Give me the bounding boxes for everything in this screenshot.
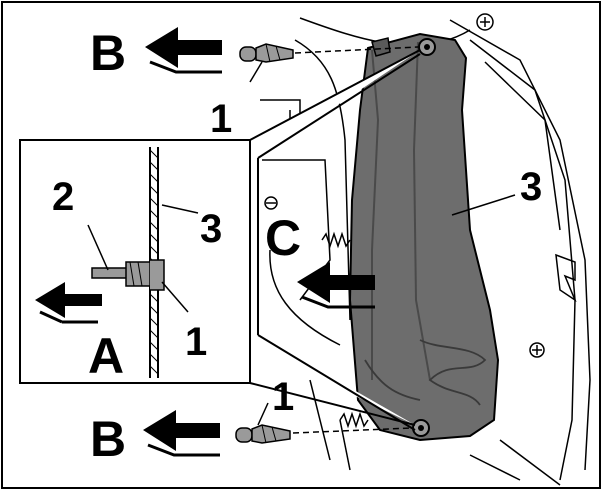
clip-hole-bottom bbox=[412, 419, 430, 437]
screw-right bbox=[529, 342, 545, 358]
label-b-bottom: B bbox=[90, 411, 126, 467]
callout-line-bottom bbox=[249, 382, 416, 426]
label-b-top: B bbox=[90, 25, 126, 81]
label-1-bottom: 1 bbox=[272, 375, 294, 419]
spring-lower bbox=[339, 411, 369, 429]
car-body-outline bbox=[260, 17, 591, 486]
label-3-inset: 3 bbox=[200, 207, 222, 251]
callout-line-bottom-inner bbox=[257, 334, 416, 431]
clip-hole-top bbox=[418, 38, 436, 56]
screw-top-right bbox=[476, 13, 494, 31]
arrow-a-icon bbox=[35, 282, 102, 324]
leader-2-inset bbox=[87, 224, 109, 271]
arrow-b-top-icon bbox=[145, 27, 222, 74]
label-c: C bbox=[265, 210, 301, 266]
label-a: A bbox=[88, 328, 124, 384]
push-clip-top bbox=[239, 43, 294, 63]
dashed-guide-top bbox=[294, 46, 419, 54]
spring-upper bbox=[321, 231, 351, 249]
label-1-inset: 1 bbox=[185, 320, 207, 364]
arrow-b-bottom-icon bbox=[143, 410, 220, 457]
label-3-main: 3 bbox=[520, 165, 542, 209]
screw-left bbox=[264, 196, 278, 210]
leader-3-inset bbox=[161, 204, 199, 214]
label-2-inset: 2 bbox=[52, 175, 74, 219]
inset-detail bbox=[19, 49, 421, 431]
callout-line-top bbox=[249, 49, 421, 141]
callout-line-top-inner bbox=[257, 53, 421, 159]
leader-1-inset bbox=[161, 281, 189, 313]
leader-1-bottom bbox=[257, 402, 269, 426]
label-1-top: 1 bbox=[210, 97, 232, 141]
leader-3-main bbox=[451, 194, 516, 216]
clip-inset bbox=[91, 259, 165, 291]
push-clip-bottom bbox=[235, 424, 291, 444]
insulation-pad bbox=[348, 32, 500, 442]
leader-1-top bbox=[249, 61, 263, 83]
arrow-c-icon bbox=[297, 262, 375, 309]
